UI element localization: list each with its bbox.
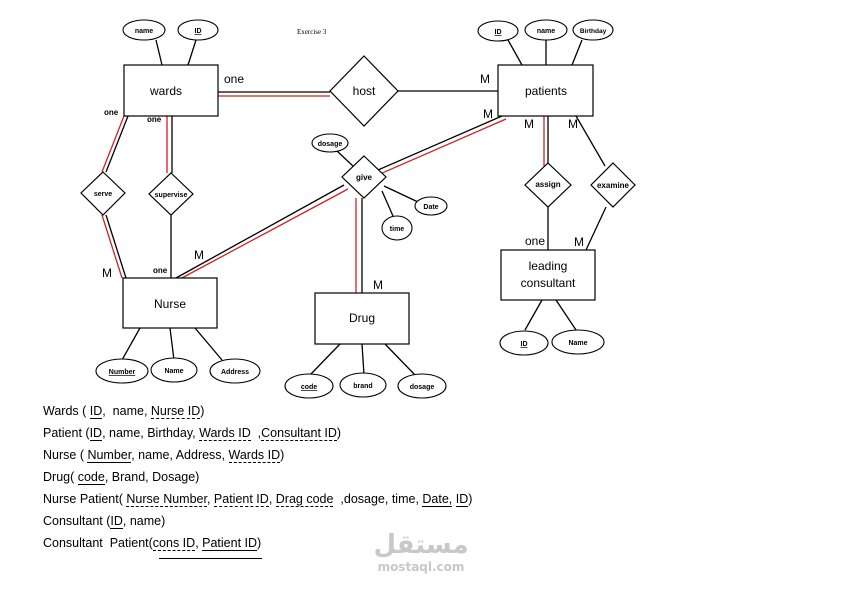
attr-wards-id: ID [177, 19, 219, 41]
relational-schema: Wards ( ID, name, Nurse ID) Patient (ID,… [43, 400, 472, 554]
relationship-serve: serve [80, 171, 126, 216]
entity-leading-consultant-line2: consultant [521, 276, 576, 290]
relationship-supervise-label: supervise [155, 192, 188, 199]
attr-patients-id: ID [477, 20, 519, 42]
relationship-give-label: give [356, 173, 373, 182]
entity-drug: Drug [314, 292, 410, 345]
attr-drug-dosage: dosage [397, 373, 447, 399]
relationship-host-label: host [353, 84, 376, 98]
attr-nurse-number: Number [95, 358, 149, 384]
attr-nurse-name: Name [150, 357, 198, 383]
attr-consultant-id: ID [499, 330, 549, 356]
attr-drug-dosage-label: dosage [410, 384, 435, 391]
card-consultant-examine: M [574, 235, 584, 249]
attr-wards-name-label: name [135, 28, 153, 35]
card-nurse-serve: M [102, 266, 112, 280]
relationship-supervise: supervise [148, 172, 194, 216]
relationship-serve-label: serve [94, 191, 112, 198]
attr-patients-birthday: Birthday [572, 19, 614, 41]
card-consultant-assign: one [525, 234, 545, 248]
attr-give-date: Date [414, 196, 448, 216]
diagram-title: Exercise 3 [297, 28, 327, 36]
card-patients-assign: M [524, 117, 534, 131]
attr-drug-brand-label: brand [353, 383, 372, 390]
watermark-domain: mostaql.com [377, 560, 465, 574]
card-patients-host: M [480, 72, 490, 86]
entity-wards: wards [123, 64, 219, 117]
attr-give-dosage-label: dosage [318, 141, 343, 148]
watermark-logo: مستقل [373, 530, 469, 560]
schema-consultant-patient: Consultant Patient(cons ID, Patient ID) [43, 536, 262, 551]
card-wards-host: one [224, 72, 244, 86]
entity-wards-label: wards [149, 84, 182, 98]
card-wards-supervise: one [147, 115, 162, 124]
attr-drug-code-label: code [301, 384, 317, 391]
attr-nurse-address: Address [209, 358, 261, 384]
entity-drug-label: Drug [349, 311, 375, 325]
card-patients-give: M [483, 107, 493, 121]
attr-patients-name: name [524, 19, 568, 41]
card-nurse-supervise: one [153, 266, 168, 275]
relationship-host: host [329, 55, 399, 127]
schema-nurse-patient: Nurse Patient( Nurse Number, Patient ID,… [43, 492, 473, 507]
attr-patients-name-label: name [537, 28, 555, 35]
attr-consultant-name: Name [551, 329, 605, 355]
attr-give-date-label: Date [423, 204, 438, 211]
relationship-examine-label: examine [597, 181, 630, 190]
attr-nurse-name-label: Name [164, 368, 183, 375]
attr-patients-id-label: ID [495, 29, 502, 36]
relationship-give: give [341, 155, 387, 199]
entity-nurse: Nurse [122, 277, 218, 329]
attr-wards-name: name [122, 19, 166, 41]
schema-patient: Patient (ID, name, Birthday, Wards ID ,C… [43, 426, 342, 441]
relationship-assign-label: assign [535, 180, 560, 189]
entity-leading-consultant: leading consultant [500, 249, 596, 301]
attr-patients-birthday-label: Birthday [580, 28, 607, 35]
schema-consultant: Consultant (ID, name) [43, 514, 166, 529]
entity-patients-label: patients [525, 84, 567, 98]
card-drug-give: M [373, 278, 383, 292]
entity-patients: patients [497, 64, 594, 117]
card-nurse-give: M [194, 248, 204, 262]
card-patients-examine: M [568, 117, 578, 131]
attr-consultant-id-label: ID [521, 341, 528, 348]
watermark: مستقل mostaql.com [366, 530, 476, 574]
attr-give-time-label: time [390, 226, 405, 233]
entity-nurse-label: Nurse [154, 297, 186, 311]
attr-give-dosage: dosage [311, 133, 349, 153]
attr-consultant-name-label: Name [568, 340, 587, 347]
attr-wards-id-label: ID [195, 28, 202, 35]
schema-nurse: Nurse ( Number, name, Address, Wards ID) [43, 448, 285, 463]
attr-nurse-number-label: Number [109, 369, 136, 376]
schema-drug: Drug( code, Brand, Dosage) [43, 470, 200, 485]
card-wards-serve: one [104, 108, 119, 117]
relationship-examine: examine [590, 162, 636, 208]
attr-give-time: time [381, 215, 413, 241]
entity-leading-consultant-line1: leading [529, 259, 568, 273]
schema-wards: Wards ( ID, name, Nurse ID) [43, 404, 205, 419]
attr-nurse-address-label: Address [221, 369, 249, 376]
er-diagram: Exercise 3 [80, 19, 636, 399]
relationship-assign: assign [524, 162, 572, 208]
attr-drug-brand: brand [339, 372, 387, 398]
schema-underline-consultant-patient [159, 558, 262, 559]
attr-drug-code: code [284, 373, 334, 399]
